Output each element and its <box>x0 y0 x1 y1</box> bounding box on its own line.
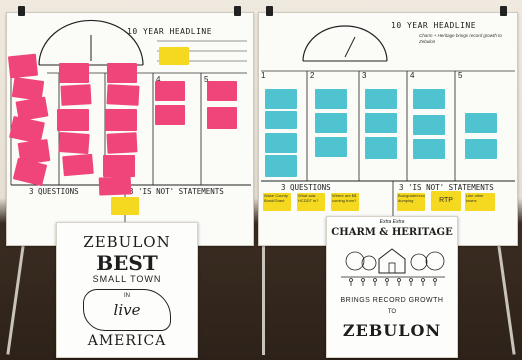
left-col-5: 5 <box>204 75 209 84</box>
poster-best-small-town: ZEBULON BEST SMALL TOWN IN live AMERICA <box>56 222 198 358</box>
sticky-note <box>58 131 90 155</box>
poster-left-best: BEST <box>96 251 158 275</box>
right-col-4: 4 <box>410 71 415 80</box>
poster-right-subtitle: BRINGS RECORD GROWTH <box>340 297 444 304</box>
sticky-note <box>365 137 397 159</box>
left-questions-label: 3 QUESTIONS <box>29 187 79 196</box>
sticky-note-wake-county: Wake County Bond/Grant <box>263 193 291 211</box>
binder-clip <box>234 6 241 16</box>
poster-left-zebulon: ZEBULON <box>83 233 171 251</box>
sticky-note <box>413 139 445 159</box>
poster-left-live: live <box>113 301 141 319</box>
binder-clip <box>500 6 507 16</box>
poster-left-small-town: SMALL TOWN <box>92 274 162 284</box>
sticky-note <box>103 155 135 177</box>
sticky-note-bus-grade: Bus/grade/record dumping <box>397 193 425 211</box>
sticky-note <box>155 105 185 125</box>
poster-left-in: IN <box>124 293 130 299</box>
sticky-note <box>207 81 237 101</box>
sticky-note <box>62 153 94 177</box>
right-col-3: 3 <box>362 71 367 80</box>
poster-charm-heritage: Extra Extra CHARM & HERITAGE BRINGS RECO… <box>326 216 458 358</box>
sticky-note <box>105 109 137 131</box>
poster-right-town: ZEBULON <box>342 321 442 340</box>
right-isnot-label: 3 'IS NOT' STATEMENTS <box>399 183 494 192</box>
sticky-note <box>155 81 185 101</box>
right-flipchart: 10 YEAR HEADLINE Charm + Heritage brings… <box>258 12 518 246</box>
left-col-4: 4 <box>156 75 161 84</box>
left-headline: 10 YEAR HEADLINE <box>127 27 213 36</box>
right-questions-label: 3 QUESTIONS <box>281 183 331 192</box>
right-col-2: 2 <box>310 71 315 80</box>
sticky-note-funding: Where are $$ coming from? <box>331 193 359 211</box>
sticky-note-hcddt: What was HCDDT in? <box>297 193 325 211</box>
easel-leg-right <box>497 245 516 355</box>
sticky-note <box>98 176 132 196</box>
poster-left-america: AMERICA <box>87 333 167 349</box>
right-gauge-drawing <box>261 25 515 243</box>
binder-clip <box>18 6 25 16</box>
poster-right-town-drawing <box>341 248 445 286</box>
sticky-note <box>7 53 39 79</box>
sticky-note <box>106 132 138 154</box>
sticky-note-other-towns: Like other towns <box>465 193 495 211</box>
right-col-5: 5 <box>458 71 463 80</box>
sticky-note <box>60 84 92 106</box>
sticky-note <box>315 113 347 133</box>
sticky-note-rtp: RTP <box>431 191 461 211</box>
sticky-note <box>413 115 445 135</box>
sticky-note <box>59 63 89 83</box>
sticky-note <box>465 113 497 133</box>
sticky-note <box>315 137 347 157</box>
sticky-note <box>265 155 297 177</box>
poster-right-to: TO <box>387 309 397 315</box>
sticky-note <box>207 107 237 129</box>
easel-leg-left <box>6 245 25 355</box>
poster-right-title: CHARM & HERITAGE <box>331 227 453 238</box>
sticky-note <box>265 89 297 109</box>
sticky-note <box>106 84 140 106</box>
easel-leg-center <box>262 240 265 355</box>
right-headline-subtext: Charm + Heritage brings record growth to… <box>419 33 502 44</box>
sticky-note <box>365 113 397 133</box>
left-flipchart: 10 YEAR HEADLINE 1 2 3 4 5 3 QUESTIONS 3… <box>6 12 254 246</box>
sticky-note <box>413 89 445 109</box>
sticky-note <box>159 47 189 65</box>
binder-clip <box>266 6 273 16</box>
sticky-note <box>365 89 397 109</box>
sticky-note <box>265 133 297 153</box>
sticky-note <box>465 139 497 159</box>
sticky-note <box>107 63 137 83</box>
poster-right-kicker: Extra Extra <box>379 219 405 225</box>
sticky-note <box>111 197 139 215</box>
sticky-note <box>265 111 297 129</box>
right-col-1: 1 <box>261 71 266 80</box>
left-isnot-label: 3 'IS NOT' STATEMENTS <box>129 187 224 196</box>
sticky-note <box>57 109 89 131</box>
right-headline: 10 YEAR HEADLINE <box>391 21 477 30</box>
sticky-note <box>315 89 347 109</box>
